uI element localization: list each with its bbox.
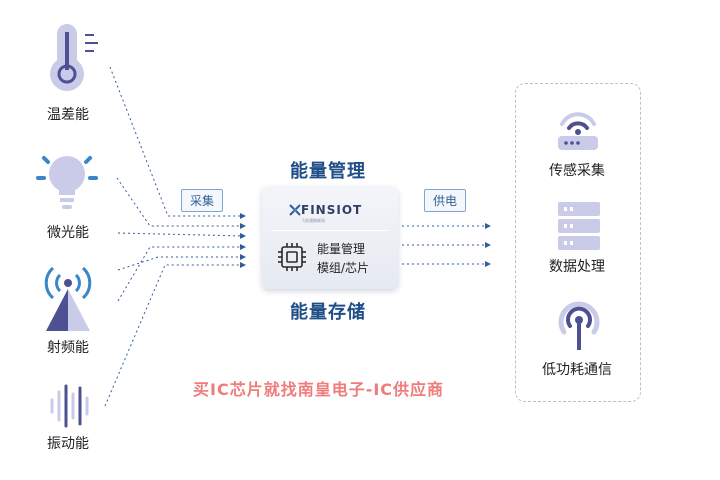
thermometer-icon bbox=[50, 24, 98, 91]
source-label-thermal: 温差能 bbox=[47, 107, 89, 123]
chip-icon bbox=[278, 243, 306, 271]
finsiot-logo-text: FINSIOT bbox=[301, 203, 363, 217]
supply-tag: 供电 bbox=[424, 189, 467, 212]
output-label-processing: 数据处理 bbox=[549, 259, 605, 275]
energy-storage-title: 能量存储 bbox=[290, 302, 366, 323]
output-label-sensing: 传感采集 bbox=[549, 163, 605, 179]
rf-connector-a bbox=[117, 244, 246, 302]
promo-banner-text: 买IC芯片就找南皇电子-IC供应商 bbox=[193, 380, 445, 399]
collect-tag: 采集 bbox=[181, 189, 224, 212]
chip-desc-line1: 能量管理 bbox=[317, 242, 366, 256]
finsiot-logo-subtext: 飞易通物联网 bbox=[301, 218, 325, 223]
output-panel bbox=[515, 83, 641, 402]
energy-management-title: 能量管理 bbox=[290, 161, 366, 182]
light-connector-a bbox=[116, 177, 246, 229]
vibration-connector bbox=[104, 262, 246, 407]
finsiot-logo-icon bbox=[289, 204, 301, 216]
rf-connector-b bbox=[117, 254, 246, 271]
chip-card-divider bbox=[272, 230, 388, 231]
antenna-signal-icon bbox=[558, 301, 600, 350]
router-wifi-icon bbox=[558, 112, 598, 150]
light-connector-b bbox=[117, 232, 246, 239]
source-label-rf: 射频能 bbox=[47, 340, 89, 356]
chip-description: 能量管理 模组/芯片 bbox=[317, 240, 369, 278]
chip-desc-line2: 模组/芯片 bbox=[317, 261, 370, 275]
source-label-vibration: 振动能 bbox=[47, 436, 89, 452]
source-label-light: 微光能 bbox=[47, 225, 89, 241]
energy-management-chip-card: FINSIOT 飞易通物联网 能量管理 模组/芯片 bbox=[262, 187, 398, 289]
thermal-connector bbox=[109, 66, 246, 219]
output-label-comm: 低功耗通信 bbox=[542, 362, 612, 378]
server-stack-icon bbox=[558, 202, 600, 250]
rf-tower-icon bbox=[44, 266, 92, 331]
light-bulb-icon bbox=[36, 156, 98, 209]
vibration-wave-icon bbox=[50, 384, 89, 428]
